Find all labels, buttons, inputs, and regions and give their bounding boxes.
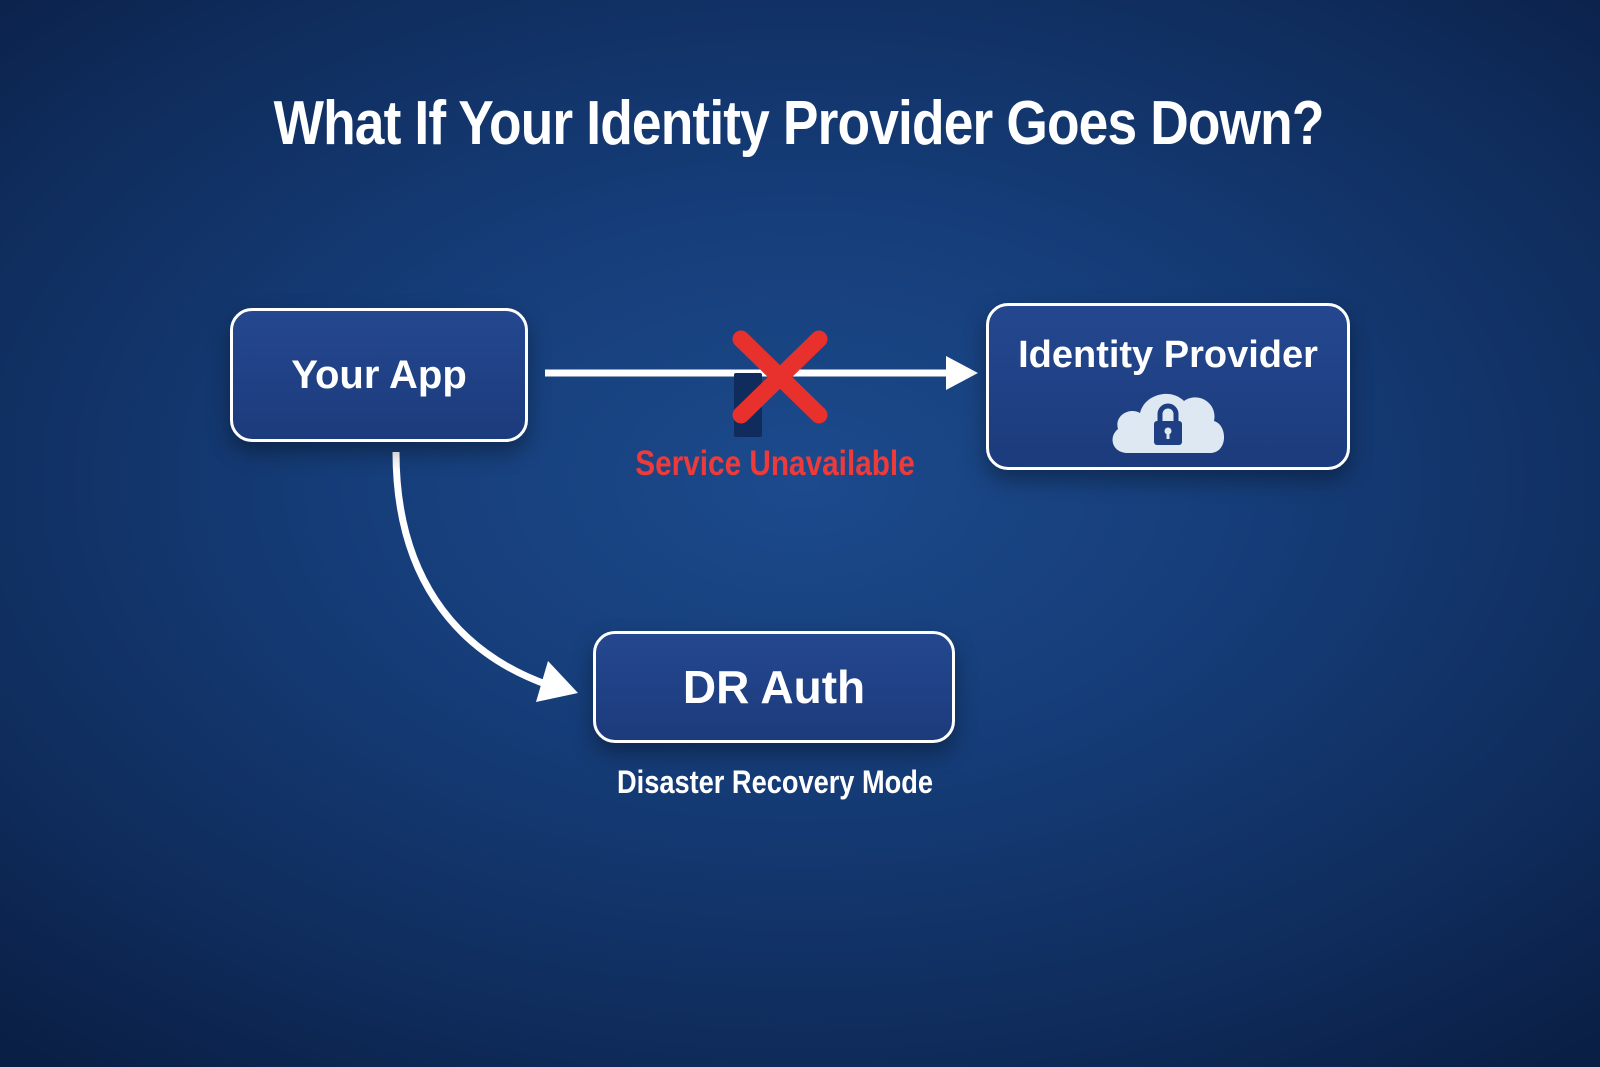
node-your-app-label: Your App	[291, 352, 467, 397]
cloud-lock-icon	[1112, 393, 1225, 453]
x-mark-icon	[732, 330, 828, 437]
edge-label-service-unavailable: Service Unavailable	[635, 444, 915, 483]
x-mark-stroke-2	[732, 330, 828, 424]
edge-app-to-dr-arrowhead	[536, 661, 578, 702]
node-dr-auth: DR Auth	[593, 631, 955, 743]
edge-app-to-dr	[392, 451, 578, 702]
page-title: What If Your Identity Provider Goes Down…	[273, 89, 1325, 158]
node-dr-auth-label: DR Auth	[682, 661, 866, 713]
node-dr-auth-caption: Disaster Recovery Mode	[617, 764, 933, 800]
node-your-app: Your App	[230, 308, 528, 442]
node-identity-provider-label: Identity Provider	[1018, 334, 1318, 376]
node-identity-provider: Identity Provider	[986, 303, 1350, 470]
edge-app-to-idp-arrowhead	[946, 356, 978, 390]
edge-app-to-dr-path	[392, 451, 550, 689]
